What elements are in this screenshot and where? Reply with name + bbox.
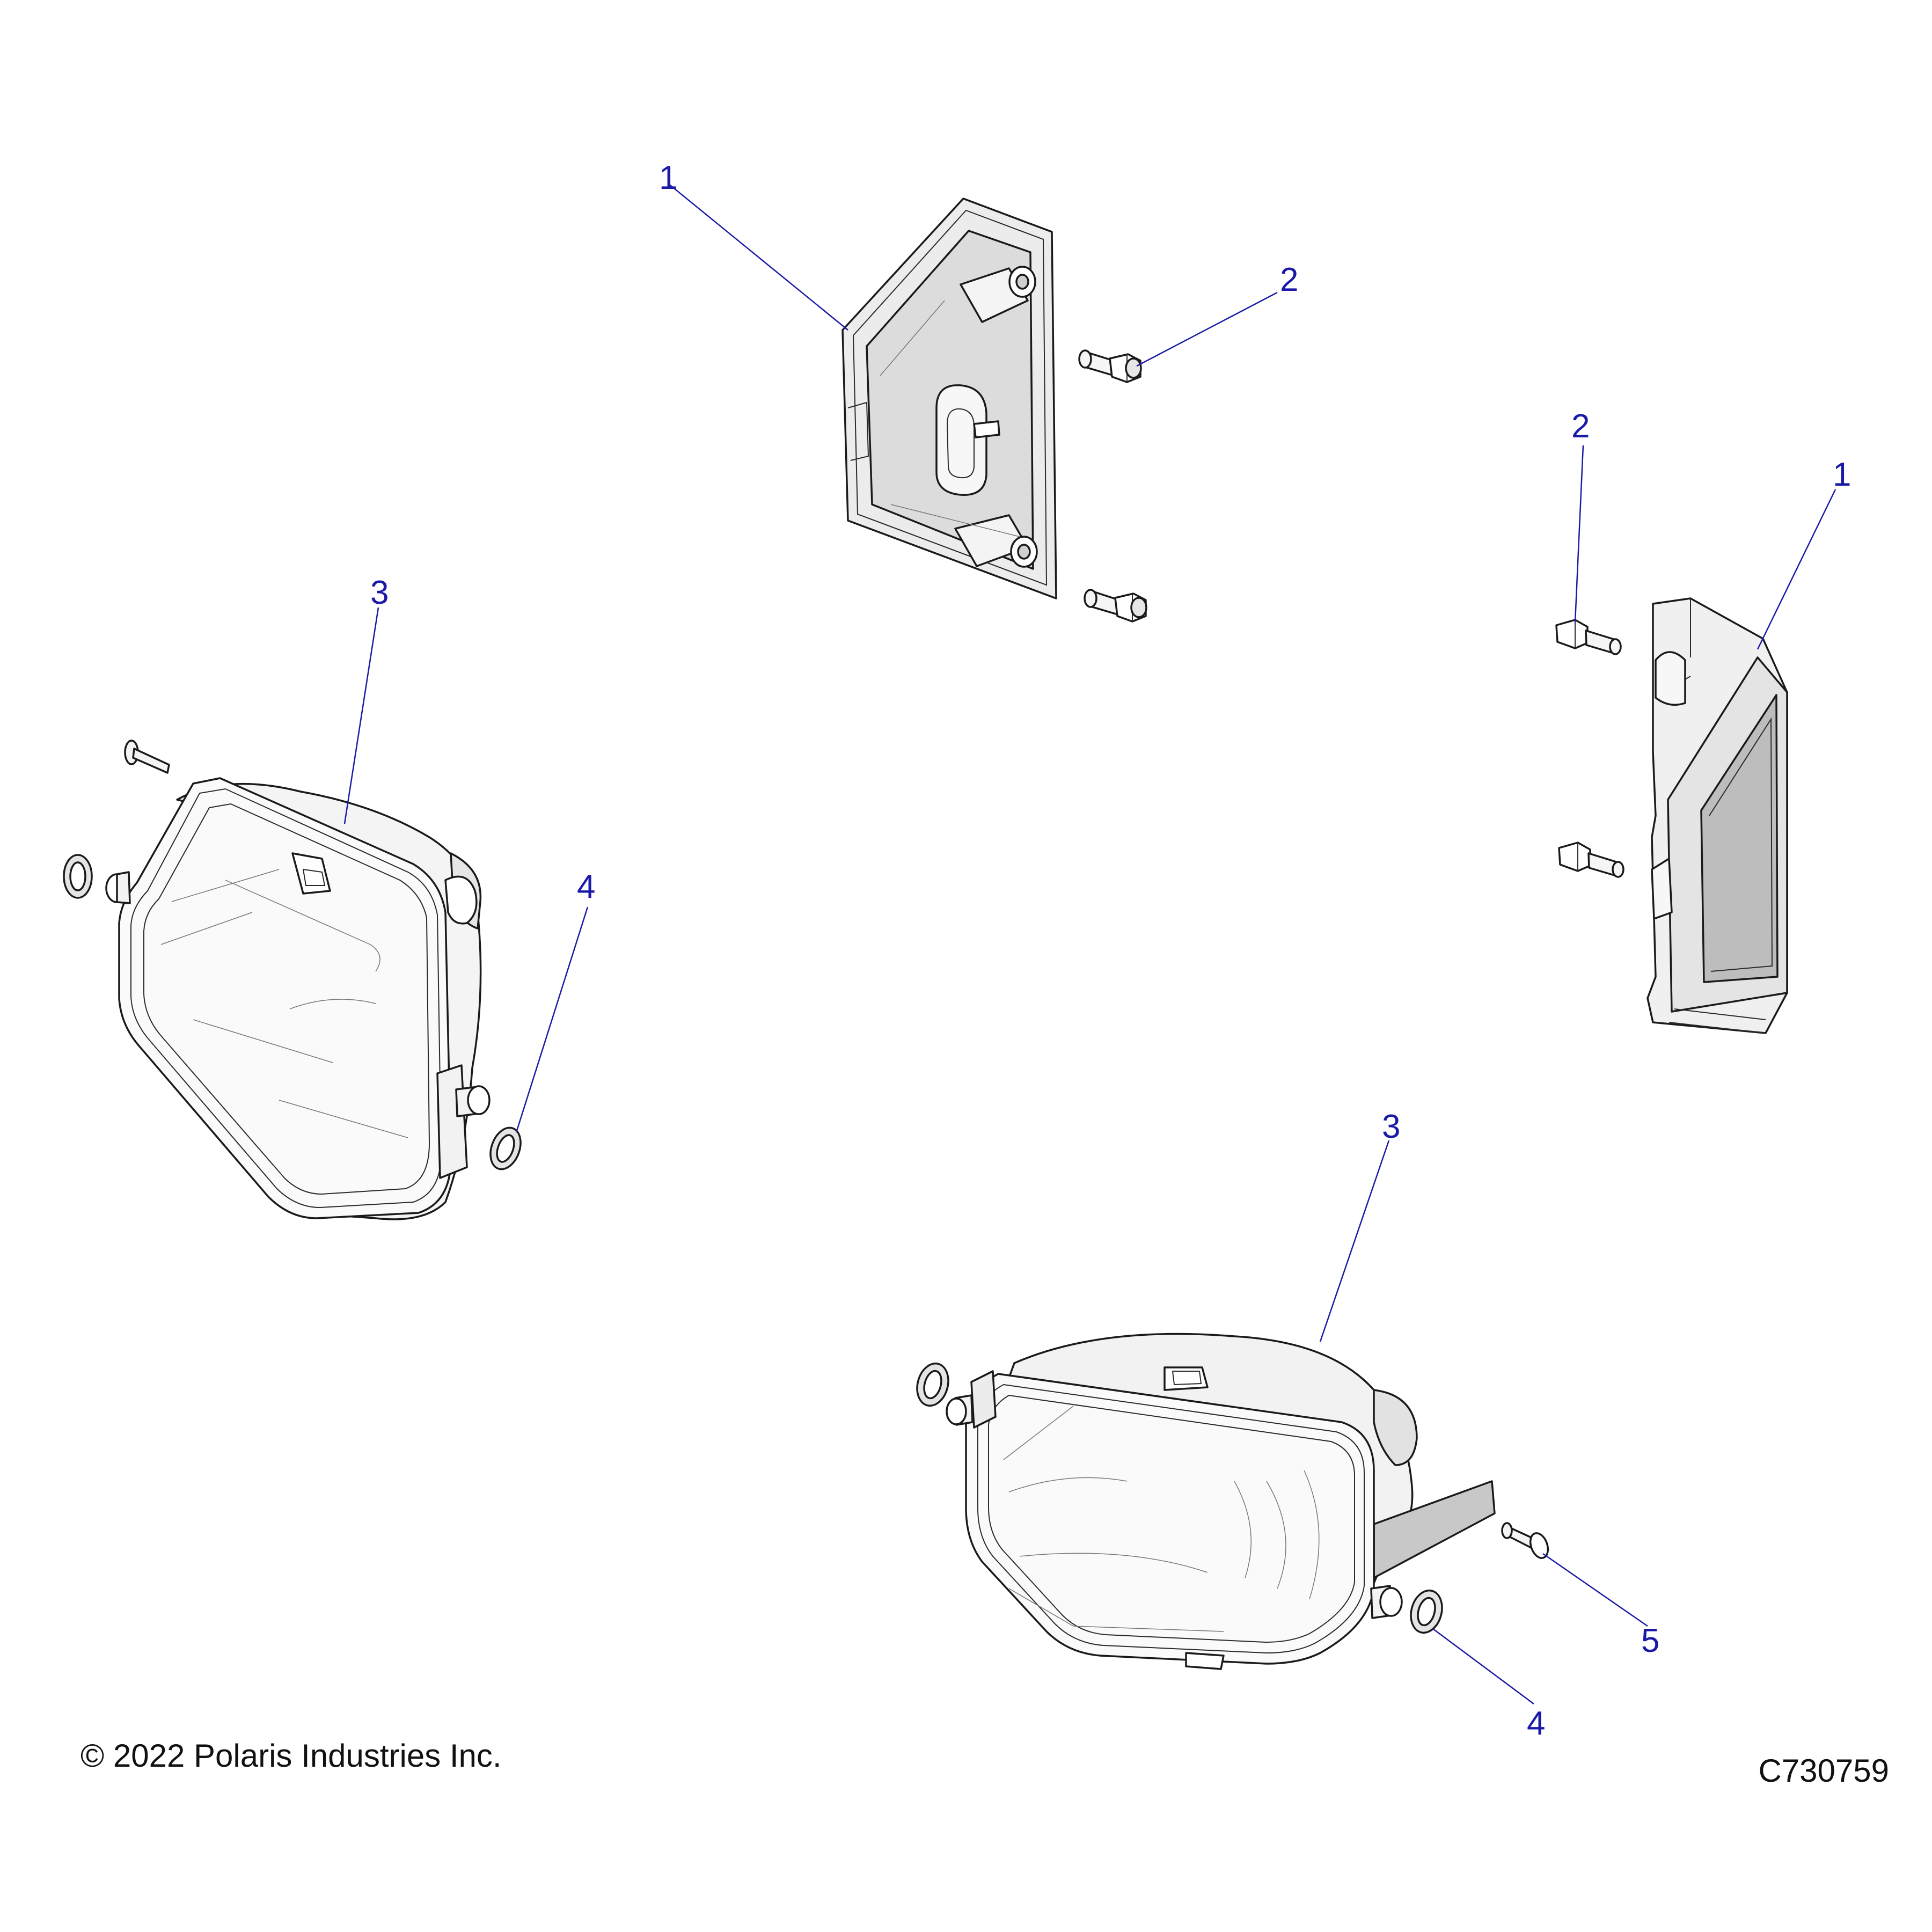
grommet-left-b [489, 1126, 522, 1170]
leader-lines [343, 183, 1836, 1705]
bolt-lower [1084, 589, 1147, 623]
callout-taillight-left: 1 [659, 159, 677, 196]
grommet-left-a [63, 854, 93, 899]
callout-grommet-right: 4 [1527, 1705, 1545, 1742]
screw-left [124, 740, 170, 774]
callout-taillight-right: 1 [1833, 456, 1851, 493]
headlight-right [946, 1333, 1496, 1670]
callout-screw: 5 [1641, 1622, 1659, 1659]
copyright-text: © 2022 Polaris Industries Inc. [80, 1738, 502, 1774]
bolt-right-upper [1555, 619, 1622, 655]
callout-headlight-right: 3 [1382, 1108, 1400, 1145]
grommet-right-b [1410, 1589, 1443, 1634]
grommet-right-a [916, 1362, 949, 1407]
bolt-upper [1078, 349, 1142, 383]
screw-right [1501, 1522, 1549, 1559]
taillight-top [841, 197, 1057, 599]
callout-bolt-right: 2 [1571, 408, 1590, 445]
bolt-right-lower [1558, 841, 1624, 878]
taillight-right [1646, 597, 1788, 1034]
callout-grommet-left: 4 [577, 868, 595, 905]
headlight-left [105, 777, 491, 1220]
callout-headlight-left: 3 [370, 574, 389, 611]
callout-bolt-top: 2 [1280, 261, 1298, 298]
figure-id: C730759 [1758, 1753, 1889, 1789]
